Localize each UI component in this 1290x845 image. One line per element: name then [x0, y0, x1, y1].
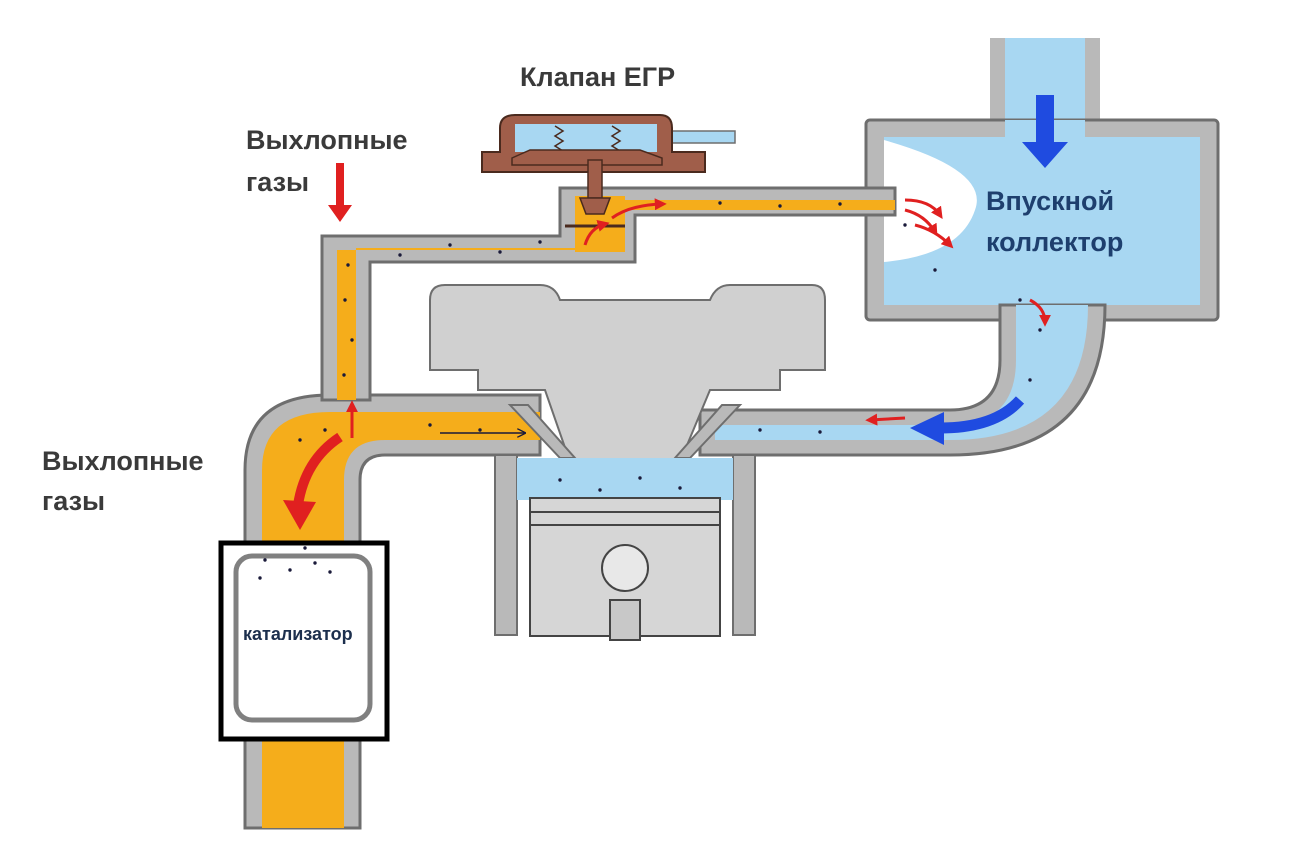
- intake-manifold-label-line2: коллектор: [986, 227, 1123, 257]
- intake-flow-arrows: [910, 95, 1068, 445]
- cylinder-head: [429, 284, 826, 463]
- egr-valve-label: Клапан ЕГР: [520, 62, 675, 92]
- exhaust-flow-arrows: [283, 163, 1051, 530]
- catalyst-label: катализатор: [243, 624, 353, 644]
- piston: [529, 497, 721, 641]
- catalytic-converter: [218, 540, 390, 742]
- exhaust-gases-left-label-line1: Выхлопные: [42, 446, 204, 476]
- exhaust-gases-top-label-line2: газы: [246, 167, 309, 197]
- cylinder: [494, 454, 756, 636]
- egr-valve: [481, 114, 736, 228]
- exhaust-gases-left-label-line2: газы: [42, 486, 105, 516]
- intake-manifold-label-line1: Впускной: [986, 186, 1114, 216]
- intake-manifold: [698, 38, 1220, 457]
- exhaust-gases-top-label-line1: Выхлопные: [246, 125, 408, 155]
